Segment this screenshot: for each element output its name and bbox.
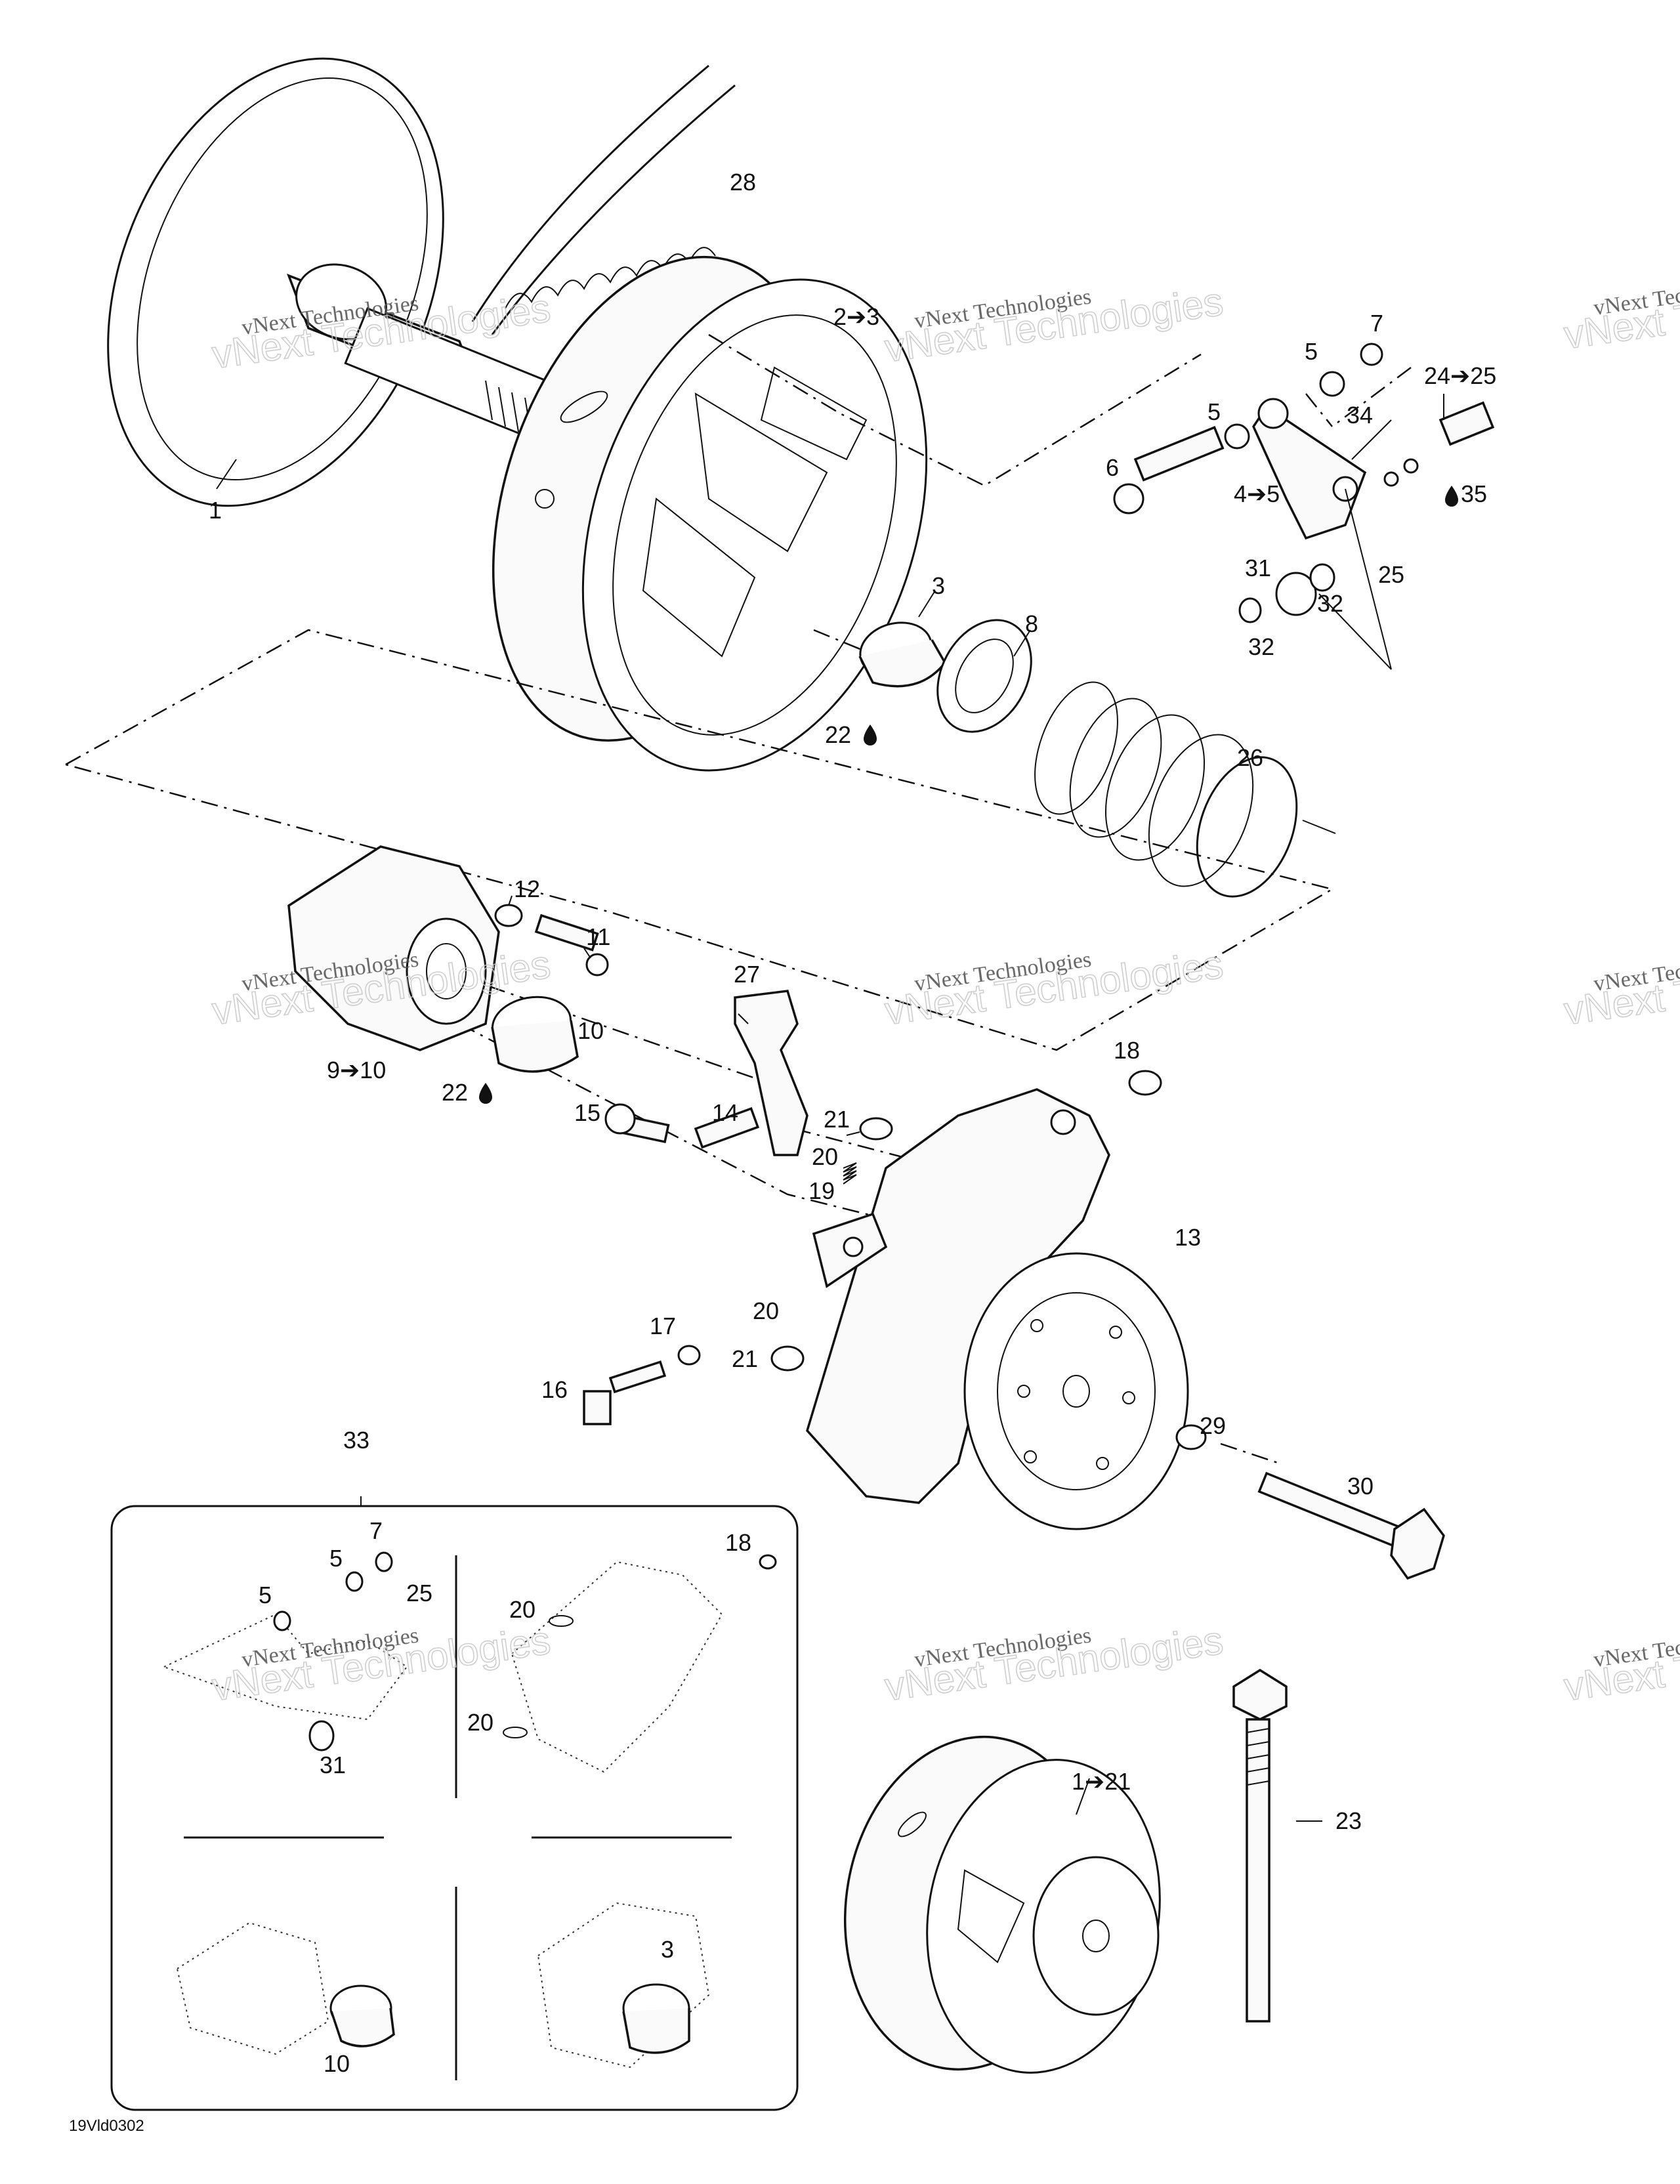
leader-lines [216, 394, 1444, 1815]
grease-drop-icon [479, 1083, 492, 1104]
pin-part-14 [694, 1106, 760, 1149]
washer-part-12 [494, 904, 523, 927]
screw-part-16 [583, 1360, 667, 1425]
bushing-part-10 [491, 996, 579, 1073]
lever-part-27 [734, 990, 808, 1156]
callout-5: 5 [1305, 338, 1318, 365]
callout-11: 11 [586, 923, 610, 950]
callout-28: 28 [730, 169, 756, 196]
callout-7: 7 [369, 1517, 383, 1544]
callout-22: 22 [442, 1079, 468, 1106]
callout-3: 3 [661, 1936, 674, 1963]
callout-7: 7 [1370, 310, 1383, 337]
callout-14: 14 [712, 1099, 738, 1126]
assembly-line-mid [65, 629, 1335, 1051]
callout-3: 3 [932, 572, 945, 599]
governor-cup-part-9-10 [287, 845, 500, 1051]
bushing-part-3 [858, 621, 947, 688]
callout-27: 27 [734, 961, 760, 988]
bolt-part-30 [1257, 1471, 1445, 1580]
callout-13: 13 [1175, 1224, 1201, 1251]
spring-part-19 [843, 1162, 857, 1185]
callout-35: 35 [1461, 480, 1487, 507]
callout-31: 31 [1245, 555, 1271, 581]
callout-32: 32 [1248, 633, 1274, 660]
callout-21: 21 [732, 1345, 758, 1372]
callout-31: 31 [320, 1752, 346, 1778]
callout-20: 20 [753, 1297, 779, 1324]
callout-10: 10 [324, 2050, 350, 2077]
callout-18: 18 [1114, 1037, 1140, 1064]
callout-1-21: 1➔21 [1072, 1768, 1131, 1795]
callout-18: 18 [725, 1529, 751, 1556]
oil-drop-icon [1445, 486, 1458, 507]
spring-part-26 [1034, 681, 1298, 898]
callout-9-10: 9➔10 [327, 1057, 386, 1083]
callout-17: 17 [650, 1312, 676, 1339]
callout-30: 30 [1347, 1473, 1374, 1500]
callout-34: 34 [1347, 402, 1373, 429]
callout-labels: 1 28 2➔3 7 5 24➔25 5 34 6 4➔5 35 25 31 3… [209, 169, 1496, 2077]
callout-8: 8 [1025, 610, 1038, 637]
callout-4-5: 4➔5 [1234, 480, 1280, 507]
complete-drive-pulley-part-1-21 [843, 1735, 1161, 2074]
grease-drop-icon [864, 724, 877, 746]
callout-20: 20 [467, 1709, 494, 1736]
callout-22: 22 [825, 721, 851, 748]
callout-10: 10 [578, 1017, 604, 1044]
callout-25: 25 [1378, 561, 1404, 588]
callout-19: 19 [808, 1177, 835, 1204]
drive-belt-part-28 [471, 64, 736, 335]
callout-5: 5 [1208, 398, 1221, 425]
screw-part-11 [534, 914, 609, 976]
svg-text:vNext Technologies: vNext Technologies [1561, 1618, 1680, 1710]
callout-32: 32 [1317, 590, 1343, 617]
washer-part-17 [677, 1345, 701, 1366]
svg-text:vNext Technologies: vNext Technologies [1561, 942, 1680, 1034]
watermarks: vNext Technologies vNext Technologies vN… [209, 266, 1680, 1710]
screw-part-15 [604, 1103, 670, 1144]
callout-25: 25 [406, 1580, 432, 1606]
kit-inset-part-33 [110, 1496, 799, 2111]
callout-15: 15 [574, 1099, 600, 1126]
fixed-sheave-part-1 [107, 57, 570, 507]
callout-5: 5 [259, 1582, 272, 1608]
drawing-code: 19Vld0302 [69, 2117, 144, 2135]
washer-part-18 [1128, 1070, 1162, 1096]
callout-6: 6 [1106, 454, 1119, 481]
assembly-line-top [708, 333, 1202, 487]
callout-33: 33 [343, 1427, 369, 1454]
callout-24-25: 24➔25 [1424, 362, 1496, 389]
callout-20: 20 [812, 1143, 838, 1170]
spider-part-13 [806, 1088, 1189, 1530]
moveable-sheave-part-2-3 [492, 255, 928, 772]
callout-16: 16 [541, 1376, 568, 1403]
axis-line-bushing [459, 1022, 998, 1248]
callout-20: 20 [509, 1596, 536, 1623]
tool-bolt-part-23 [1232, 1668, 1322, 2023]
washer-part-8 [936, 619, 1032, 733]
cap-part-21 [770, 1117, 893, 1372]
callout-2-3: 2➔3 [833, 303, 879, 330]
callout-21: 21 [824, 1106, 850, 1133]
callout-26: 26 [1237, 744, 1263, 771]
callout-12: 12 [514, 875, 540, 902]
callout-5: 5 [329, 1545, 343, 1572]
svg-text:vNext Technologies: vNext Technologies [1561, 266, 1680, 358]
callout-1: 1 [209, 497, 222, 524]
callout-23: 23 [1335, 1807, 1362, 1834]
washer-part-29 [1175, 1424, 1207, 1450]
callout-29: 29 [1200, 1412, 1226, 1439]
